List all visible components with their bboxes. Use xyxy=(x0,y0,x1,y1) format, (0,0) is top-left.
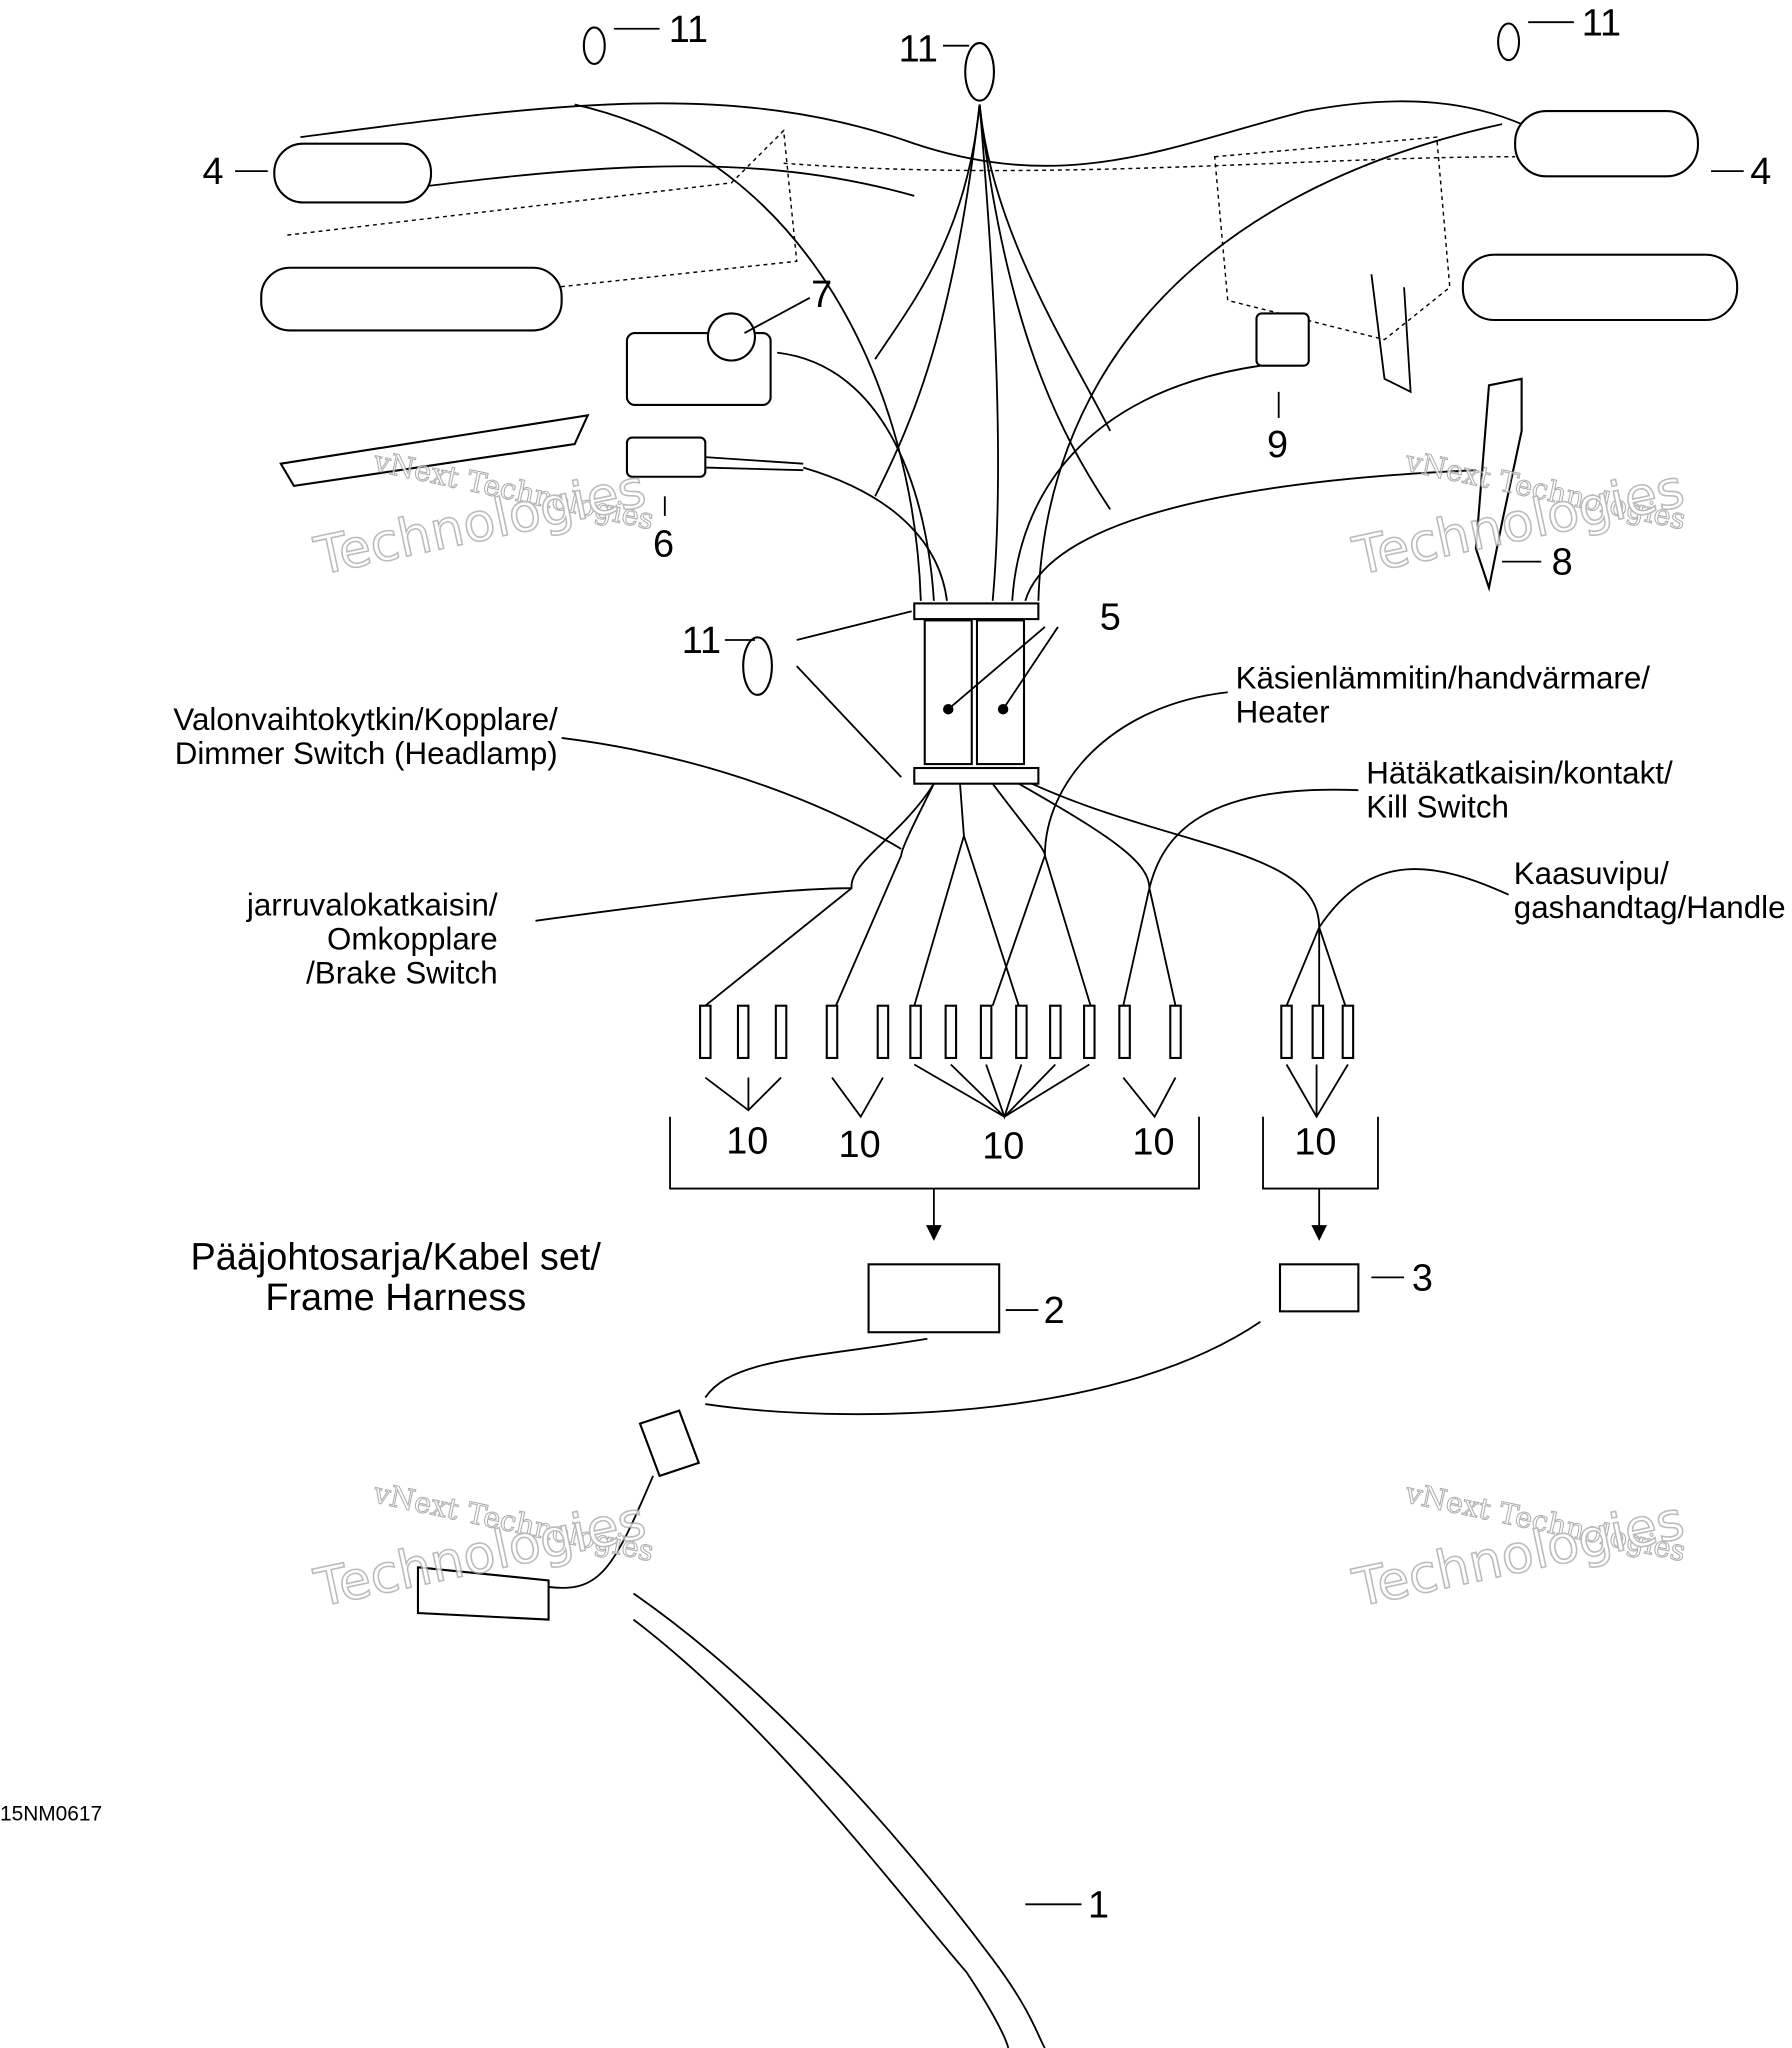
part-9 xyxy=(1255,312,1310,367)
cable-tie-icon xyxy=(742,636,773,696)
grip-right xyxy=(1514,109,1700,178)
callout-9: 9 xyxy=(1267,424,1288,466)
frame-harness-title-line2: Frame Harness xyxy=(265,1277,526,1319)
callout-1: 1 xyxy=(1088,1884,1109,1926)
label-brake-line2: Omkopplare xyxy=(327,922,498,957)
harness-wires xyxy=(574,103,1503,785)
cable-tie-icon xyxy=(582,26,606,66)
callout-11: 11 xyxy=(682,620,721,662)
label-brake-line3: /Brake Switch xyxy=(306,956,498,991)
callout-4: 4 xyxy=(1750,151,1771,193)
label-kill-line1: Hätäkatkaisin/kontakt/ xyxy=(1366,756,1673,791)
callout-7: 7 xyxy=(811,274,832,316)
callout-10: 10 xyxy=(1294,1122,1336,1164)
callout-11: 11 xyxy=(899,28,938,70)
connector-2 xyxy=(867,1263,1001,1334)
frame-harness xyxy=(416,1263,1405,2048)
label-heater-line1: Käsienlämmitin/handvärmare/ xyxy=(1236,660,1651,695)
sleeve-5b xyxy=(975,619,1026,766)
callout-5: 5 xyxy=(1100,597,1121,639)
connector-3 xyxy=(1278,1263,1360,1313)
label-dimmer-line2: Dimmer Switch (Headlamp) xyxy=(175,736,558,771)
grip-left xyxy=(273,142,433,204)
frame-harness-title-line1: Pääjohtosarja/Kabel set/ xyxy=(191,1237,602,1279)
part-8 xyxy=(1474,377,1523,592)
drawing-code: 15NM0617 xyxy=(0,1803,102,1826)
terminal-pins xyxy=(699,1004,1355,1060)
callout-6: 6 xyxy=(653,523,674,565)
handlebar-drawing xyxy=(260,100,1739,394)
cable-tie-icons xyxy=(582,21,1574,696)
sleeve-5a xyxy=(923,619,973,766)
callout-11: 11 xyxy=(669,9,708,51)
callout-10: 10 xyxy=(839,1124,881,1166)
callout-10: 10 xyxy=(982,1126,1024,1168)
label-throttle-line2: gashandtag/Handle xyxy=(1514,890,1786,925)
callout-8: 8 xyxy=(1552,542,1573,584)
label-throttle-line1: Kaasuvipu/ xyxy=(1514,856,1669,891)
terminal-branches xyxy=(669,782,1379,1241)
cable-tie-icon xyxy=(964,42,996,102)
label-heater-line2: Heater xyxy=(1236,694,1330,729)
label-dimmer-line1: Valonvaihtokytkin/Kopplare/ xyxy=(173,702,558,737)
leader-lines xyxy=(235,170,1744,928)
callout-4: 4 xyxy=(202,151,223,193)
callout-2: 2 xyxy=(1044,1290,1065,1332)
callout-11: 11 xyxy=(1582,2,1621,44)
components xyxy=(279,296,1542,592)
callout-10: 10 xyxy=(1132,1122,1174,1164)
label-brake-line1: jarruvalokatkaisin/ xyxy=(246,888,498,923)
callout-10: 10 xyxy=(726,1120,768,1162)
label-kill-line2: Kill Switch xyxy=(1366,790,1509,825)
cable-tie-icon xyxy=(1497,22,1521,62)
callout-3: 3 xyxy=(1412,1257,1433,1299)
